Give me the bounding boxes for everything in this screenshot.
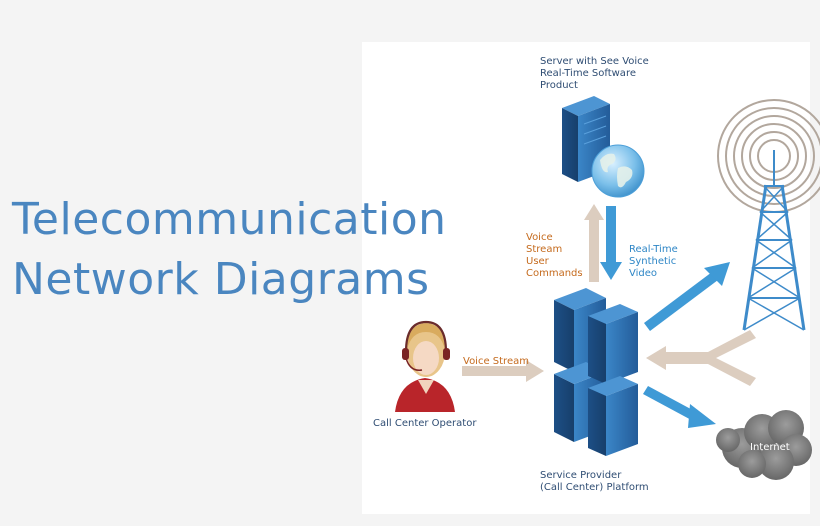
internet-label: Internet xyxy=(750,442,790,453)
real-time-video-line-3: Video xyxy=(629,268,658,279)
internet-cloud xyxy=(716,410,812,480)
call-center-operator xyxy=(395,320,455,412)
video-down-arrow xyxy=(600,206,622,280)
page-title: Telecommunication Network Diagrams xyxy=(12,190,447,310)
operator-voice-stream-arrow xyxy=(462,360,544,382)
voice-stream-commands-line-2: Stream xyxy=(526,244,563,255)
voice-stream-commands-label: Voice Stream User Commands xyxy=(526,232,583,280)
real-time-video-line-2: Synthetic xyxy=(629,256,677,267)
platform-label-line-1: Service Provider xyxy=(540,470,622,481)
server-label-line-1: Server with See Voice xyxy=(540,56,649,67)
server-label-line-2: Real-Time Software xyxy=(540,68,636,79)
page-title-line-2: Network Diagrams xyxy=(12,254,430,305)
platform-to-tower-arrow xyxy=(644,262,730,331)
server-label: Server with See Voice Real-Time Software… xyxy=(540,56,649,92)
real-time-video-label: Real-Time Synthetic Video xyxy=(629,244,678,280)
server-with-globe xyxy=(562,96,645,198)
inbound-merge-arrow xyxy=(646,330,756,386)
platform-to-internet-arrow xyxy=(643,386,716,428)
voice-stream-commands-line-4: Commands xyxy=(526,268,583,279)
platform-label: Service Provider (Call Center) Platform xyxy=(540,470,649,494)
page-title-line-1: Telecommunication xyxy=(12,194,447,245)
real-time-video-line-1: Real-Time xyxy=(629,244,678,255)
operator-voice-stream-label: Voice Stream xyxy=(463,356,529,367)
service-provider-platform xyxy=(554,288,638,456)
server-label-line-3: Product xyxy=(540,80,578,91)
globe-icon xyxy=(591,144,645,198)
radio-tower xyxy=(717,99,820,331)
voice-stream-up-arrow xyxy=(584,204,604,282)
platform-label-line-2: (Call Center) Platform xyxy=(540,482,649,493)
voice-stream-commands-line-1: Voice xyxy=(526,232,553,243)
operator-label: Call Center Operator xyxy=(373,418,477,429)
voice-stream-commands-line-3: User xyxy=(526,256,549,267)
